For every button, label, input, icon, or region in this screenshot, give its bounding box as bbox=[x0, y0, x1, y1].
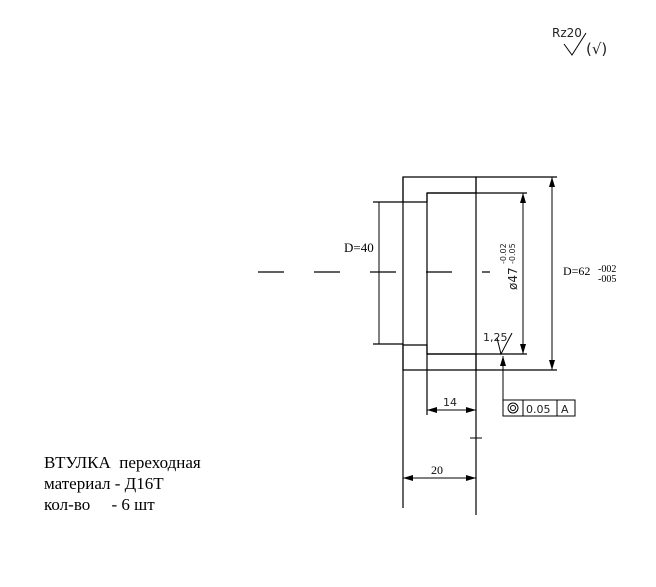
roughness-callout: 1,25 bbox=[483, 331, 513, 400]
bore-tol-lower: -0.05 bbox=[508, 243, 517, 264]
rz-label: Rz20 bbox=[552, 26, 582, 40]
total-length-dimension: 20 bbox=[403, 463, 476, 481]
outer-diameter-label: D=62 bbox=[563, 264, 590, 278]
bore-depth-label: 14 bbox=[443, 396, 457, 409]
bore-tol-upper: -0.02 bbox=[499, 243, 508, 264]
section-hatching bbox=[402, 176, 477, 371]
surface-finish-symbol: Rz20 (√) bbox=[552, 26, 607, 58]
outer-tol-lower: -005 bbox=[598, 274, 616, 285]
geometric-tolerance-frame: 0.05 A bbox=[502, 399, 576, 417]
inner-diameter-label: D=40 bbox=[344, 240, 374, 255]
paren-finish-symbol: (√) bbox=[586, 40, 607, 58]
outer-diameter-dimension: D=62 -002 -005 bbox=[549, 177, 616, 370]
part-outline bbox=[373, 176, 557, 515]
bore-diameter-dimension: ø47 -0.02 -0.05 bbox=[499, 193, 526, 354]
inner-diameter-dimension: D=40 bbox=[344, 202, 380, 344]
total-length-label: 20 bbox=[431, 463, 443, 477]
bore-depth-dimension: 14 bbox=[427, 396, 476, 413]
check-icon bbox=[563, 32, 587, 56]
bore-diameter-label: ø47 bbox=[506, 267, 520, 290]
quantity: кол-во - 6 шт bbox=[44, 495, 155, 514]
outer-tol-upper: -002 bbox=[598, 264, 616, 275]
title-block: ВТУЛКА переходная материал - Д16Т кол-во -… bbox=[44, 452, 201, 515]
part-name: ВТУЛКА переходная bbox=[44, 453, 201, 472]
datum-label: A bbox=[561, 403, 569, 416]
check-icon bbox=[496, 332, 513, 356]
tolerance-value: 0.05 bbox=[526, 403, 551, 416]
roughness-label: 1,25 bbox=[483, 331, 508, 344]
material: материал - Д16Т bbox=[44, 474, 164, 493]
concentricity-icon bbox=[507, 402, 519, 414]
